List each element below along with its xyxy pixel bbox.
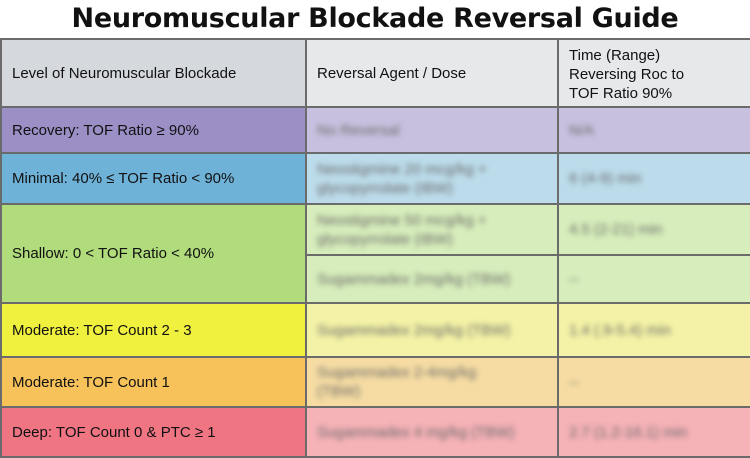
time-cell: 1.4 (.9-5.4) min bbox=[557, 302, 750, 358]
level-cell: Moderate: TOF Count 1 bbox=[0, 356, 307, 408]
agent-cell: Neostigmine 50 mcg/kg + glycopyrrolate (… bbox=[305, 203, 559, 256]
header-time-line: Reversing Roc to bbox=[569, 65, 685, 83]
time-cell: N/A bbox=[557, 106, 750, 154]
level-cell: Minimal: 40% ≤ TOF Ratio < 90% bbox=[0, 152, 307, 205]
header-time-line: TOF Ratio 90% bbox=[569, 84, 673, 102]
agent-cell: Neostigmine 20 mcg/kg + glycopyrrolate (… bbox=[305, 152, 559, 205]
time-text: N/A bbox=[569, 121, 595, 139]
level-label: Moderate: TOF Count 1 bbox=[12, 373, 170, 391]
header-level: Level of Neuromuscular Blockade bbox=[0, 38, 307, 108]
agent-text: Neostigmine 50 mcg/kg + bbox=[317, 211, 487, 229]
header-time-line: Time (Range) bbox=[569, 46, 661, 64]
agent-text: (TBW) bbox=[317, 383, 361, 400]
agent-cell: Sugammadex 2mg/kg (TBW) bbox=[305, 254, 559, 304]
time-cell: -- bbox=[557, 356, 750, 408]
agent-text: glycopyrrolate (IBW) bbox=[317, 179, 453, 197]
header-agent-label: Reversal Agent / Dose bbox=[317, 64, 467, 82]
header-time: Time (Range) Reversing Roc to TOF Ratio … bbox=[557, 38, 750, 108]
time-text: 4.5 (2-21) min bbox=[569, 221, 663, 238]
agent-cell: Sugammadex 4 mg/kg (TBW) bbox=[305, 406, 559, 458]
level-label: Shallow: 0 < TOF Ratio < 40% bbox=[12, 245, 215, 262]
time-text: -- bbox=[569, 373, 579, 391]
table-row: Moderate: TOF Count 1 Sugammadex 2-4mg/k… bbox=[0, 356, 750, 408]
level-label: Minimal: 40% ≤ TOF Ratio < 90% bbox=[12, 170, 235, 187]
agent-text: Sugammadex 2-4mg/kg bbox=[317, 364, 477, 381]
time-cell: 2.7 (1.2-16.1) min bbox=[557, 406, 750, 458]
table-header-row: Level of Neuromuscular Blockade Reversal… bbox=[0, 38, 750, 108]
level-cell: Recovery: TOF Ratio ≥ 90% bbox=[0, 106, 307, 154]
level-label: Deep: TOF Count 0 & PTC ≥ 1 bbox=[12, 423, 216, 441]
time-text: 6 (4-9) min bbox=[569, 170, 642, 187]
page-title: Neuromuscular Blockade Reversal Guide bbox=[71, 3, 679, 34]
agent-text: Sugammadex 2mg/kg (TBW) bbox=[317, 321, 511, 339]
table-row: Deep: TOF Count 0 & PTC ≥ 1 Sugammadex 4… bbox=[0, 406, 750, 458]
time-cell: -- bbox=[557, 254, 750, 304]
level-cell: Shallow: 0 < TOF Ratio < 40% bbox=[0, 203, 307, 304]
time-text: 2.7 (1.2-16.1) min bbox=[569, 423, 688, 441]
table-row: Minimal: 40% ≤ TOF Ratio < 90% Neostigmi… bbox=[0, 152, 750, 205]
agent-text: Neostigmine 20 mcg/kg + bbox=[317, 160, 487, 178]
table-row: Moderate: TOF Count 2 - 3 Sugammadex 2mg… bbox=[0, 302, 750, 358]
table-row: Shallow: 0 < TOF Ratio < 40% Neostigmine… bbox=[0, 203, 750, 304]
agent-cell: No Reversal bbox=[305, 106, 559, 154]
level-label: Moderate: TOF Count 2 - 3 bbox=[12, 321, 192, 339]
agent-cell: Sugammadex 2-4mg/kg (TBW) bbox=[305, 356, 559, 408]
header-agent: Reversal Agent / Dose bbox=[305, 38, 559, 108]
agent-text: glycopyrrolate (IBW) bbox=[317, 230, 453, 248]
agent-text: Sugammadex 2mg/kg (TBW) bbox=[317, 270, 511, 288]
level-cell: Deep: TOF Count 0 & PTC ≥ 1 bbox=[0, 406, 307, 458]
level-cell: Moderate: TOF Count 2 - 3 bbox=[0, 302, 307, 358]
agent-text: No Reversal bbox=[317, 121, 400, 139]
agent-text: Sugammadex 4 mg/kg (TBW) bbox=[317, 423, 515, 441]
table-row: Recovery: TOF Ratio ≥ 90% No Reversal N/… bbox=[0, 106, 750, 154]
time-text: -- bbox=[569, 270, 579, 288]
reversal-guide-table: Level of Neuromuscular Blockade Reversal… bbox=[0, 38, 750, 458]
level-label: Recovery: TOF Ratio ≥ 90% bbox=[12, 121, 199, 139]
time-text: 1.4 (.9-5.4) min bbox=[569, 321, 671, 339]
agent-cell: Sugammadex 2mg/kg (TBW) bbox=[305, 302, 559, 358]
header-level-label: Level of Neuromuscular Blockade bbox=[12, 64, 237, 82]
time-cell: 4.5 (2-21) min bbox=[557, 203, 750, 256]
time-cell: 6 (4-9) min bbox=[557, 152, 750, 205]
